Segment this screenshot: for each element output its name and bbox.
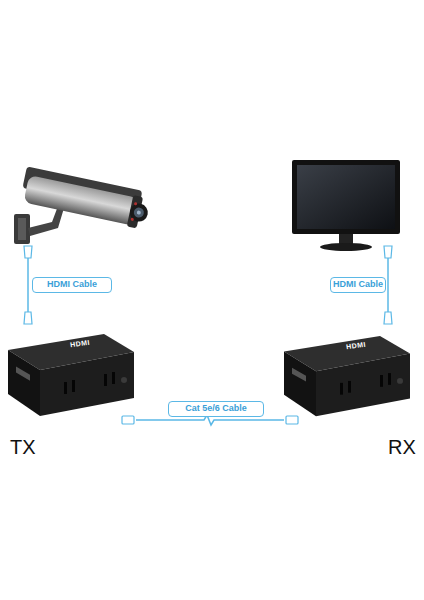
extender-unit: HDMITX xyxy=(8,330,136,424)
extender-unit: HDMIRX xyxy=(284,332,412,424)
rj45-plug xyxy=(122,416,298,424)
cable-label: HDMI Cable xyxy=(330,277,386,293)
unit-label: RX xyxy=(388,436,416,459)
hdmi-cable-left xyxy=(24,246,32,324)
camera-illustration xyxy=(14,166,152,244)
monitor-illustration xyxy=(292,160,400,251)
cable-label: Cat 5e/6 Cable xyxy=(168,401,264,417)
unit-label: TX xyxy=(10,436,36,459)
cable-label: HDMI Cable xyxy=(32,277,112,293)
